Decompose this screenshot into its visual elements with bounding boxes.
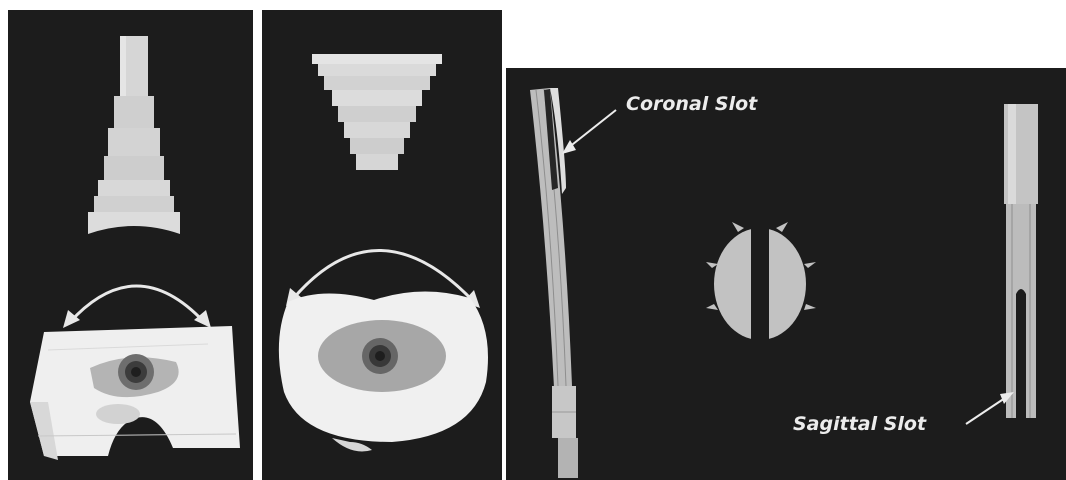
slotted-stems-panel: Coronal Slot Sagittal Slot — [506, 68, 1066, 480]
distal-femur-cross-section — [30, 326, 240, 460]
stepped-tibial-cone — [312, 54, 442, 170]
slotted-stem-cross-section — [706, 222, 816, 342]
tibial-plateau-cross-section — [279, 291, 488, 451]
sagittal-slotted-stem — [1004, 104, 1038, 420]
femoral-cone-panel — [8, 10, 253, 480]
tibial-cone-panel — [262, 10, 502, 480]
sagittal-slot-label: Sagittal Slot — [793, 413, 926, 435]
rotation-arrow — [63, 286, 211, 328]
coronal-slot-arrow — [562, 110, 616, 154]
stepped-femoral-cone — [88, 36, 180, 234]
coronal-slot-label: Coronal Slot — [626, 93, 757, 115]
